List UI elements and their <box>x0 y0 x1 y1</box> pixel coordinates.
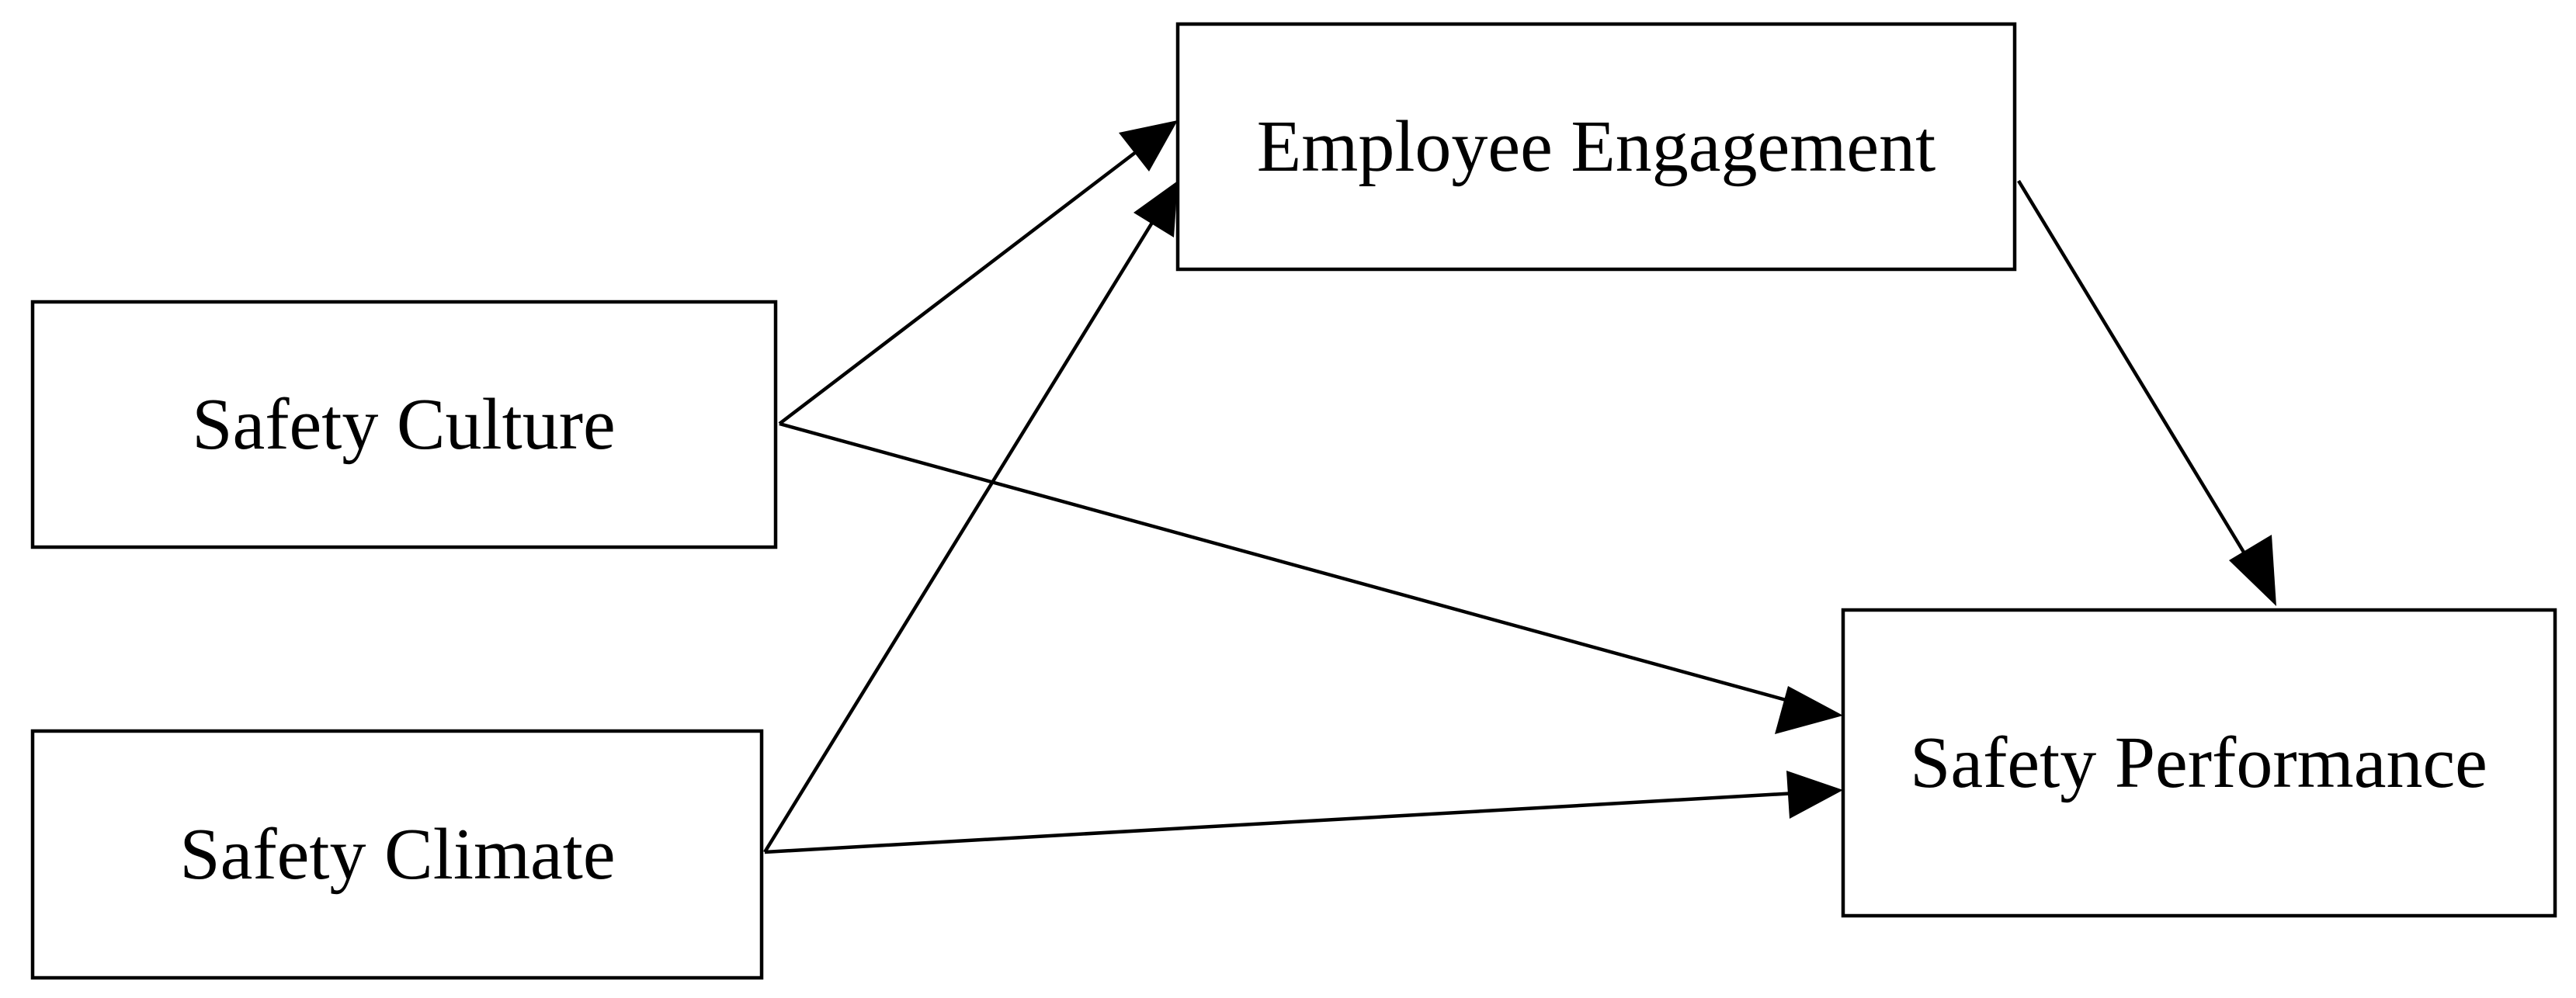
edge-culture-to-performance <box>779 421 1843 734</box>
edge-climate-to-engagement-line <box>763 217 1156 854</box>
node-safety-climate-box <box>30 729 764 980</box>
node-safety-performance-label: Safety Performance <box>1910 723 2487 803</box>
edge-culture-to-engagement-line <box>778 151 1137 425</box>
edge-engagement-to-performance-line <box>2017 179 2253 567</box>
edge-culture-to-engagement-arrowhead <box>1119 120 1178 172</box>
edge-climate-to-engagement <box>763 181 1178 854</box>
edge-culture-to-performance-arrowhead <box>1775 686 1843 734</box>
edge-climate-to-engagement-arrowhead <box>1134 181 1178 237</box>
edge-climate-to-performance <box>764 771 1843 854</box>
edge-culture-to-engagement <box>778 120 1178 425</box>
node-safety-culture: Safety Culture <box>30 300 778 549</box>
node-safety-culture-box <box>30 300 778 549</box>
node-employee-engagement-box <box>1175 22 2017 272</box>
edge-climate-to-performance-line <box>764 791 1797 854</box>
edge-engagement-to-performance-arrowhead <box>2229 535 2276 606</box>
edge-culture-to-performance-line <box>779 421 1798 705</box>
node-safety-climate-label: Safety Climate <box>179 814 615 895</box>
node-employee-engagement-label: Employee Engagement <box>1257 106 1935 187</box>
node-safety-performance: Safety Performance <box>1841 608 2557 918</box>
node-safety-climate: Safety Climate <box>30 729 764 980</box>
edge-engagement-to-performance <box>2017 179 2276 606</box>
node-safety-performance-box <box>1841 608 2557 918</box>
edge-climate-to-performance-arrowhead <box>1786 771 1843 819</box>
node-safety-culture-label: Safety Culture <box>192 384 616 465</box>
node-employee-engagement: Employee Engagement <box>1175 22 2017 272</box>
